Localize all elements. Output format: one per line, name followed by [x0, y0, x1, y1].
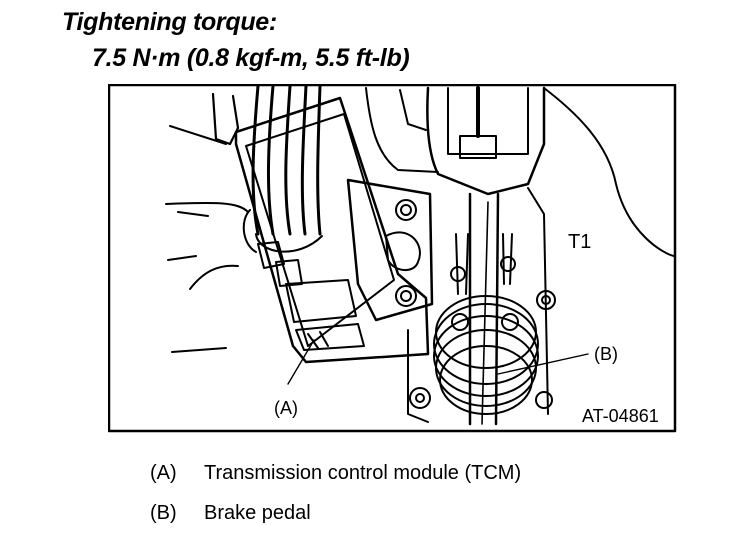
illustration: T1 (A) (B) AT-04861: [108, 84, 677, 433]
background-lines: [167, 125, 227, 353]
bolt-upper: [395, 199, 417, 221]
legend-item-a: (A) Transmission control module (TCM): [150, 462, 521, 485]
callout-b: (B): [594, 344, 618, 364]
figure-id: AT-04861: [582, 406, 659, 426]
bolt-lower: [395, 285, 417, 307]
bolt-right: [536, 290, 556, 310]
legend-text: Transmission control module (TCM): [204, 462, 522, 484]
legend-text: Brake pedal: [204, 502, 311, 524]
torque-symbol: T1: [568, 231, 591, 253]
legend-key: (B): [150, 502, 177, 524]
figure-frame: [108, 84, 677, 433]
leader-b: [497, 353, 589, 375]
legend-key: (A): [150, 462, 177, 484]
leader-a: [287, 339, 315, 385]
brake-pedal: [426, 86, 546, 426]
tcm-module: [234, 96, 430, 364]
torque-spec: 7.5 N·m (0.8 kgf-m, 5.5 ft-lb): [92, 44, 410, 72]
wiring-harness: [211, 84, 323, 253]
spring-assembly: [433, 295, 539, 415]
title: Tightening torque:: [62, 8, 277, 36]
mounting-bracket: [346, 178, 434, 322]
callout-a: (A): [274, 398, 298, 418]
legend-item-b: (B) Brake pedal: [150, 502, 311, 525]
